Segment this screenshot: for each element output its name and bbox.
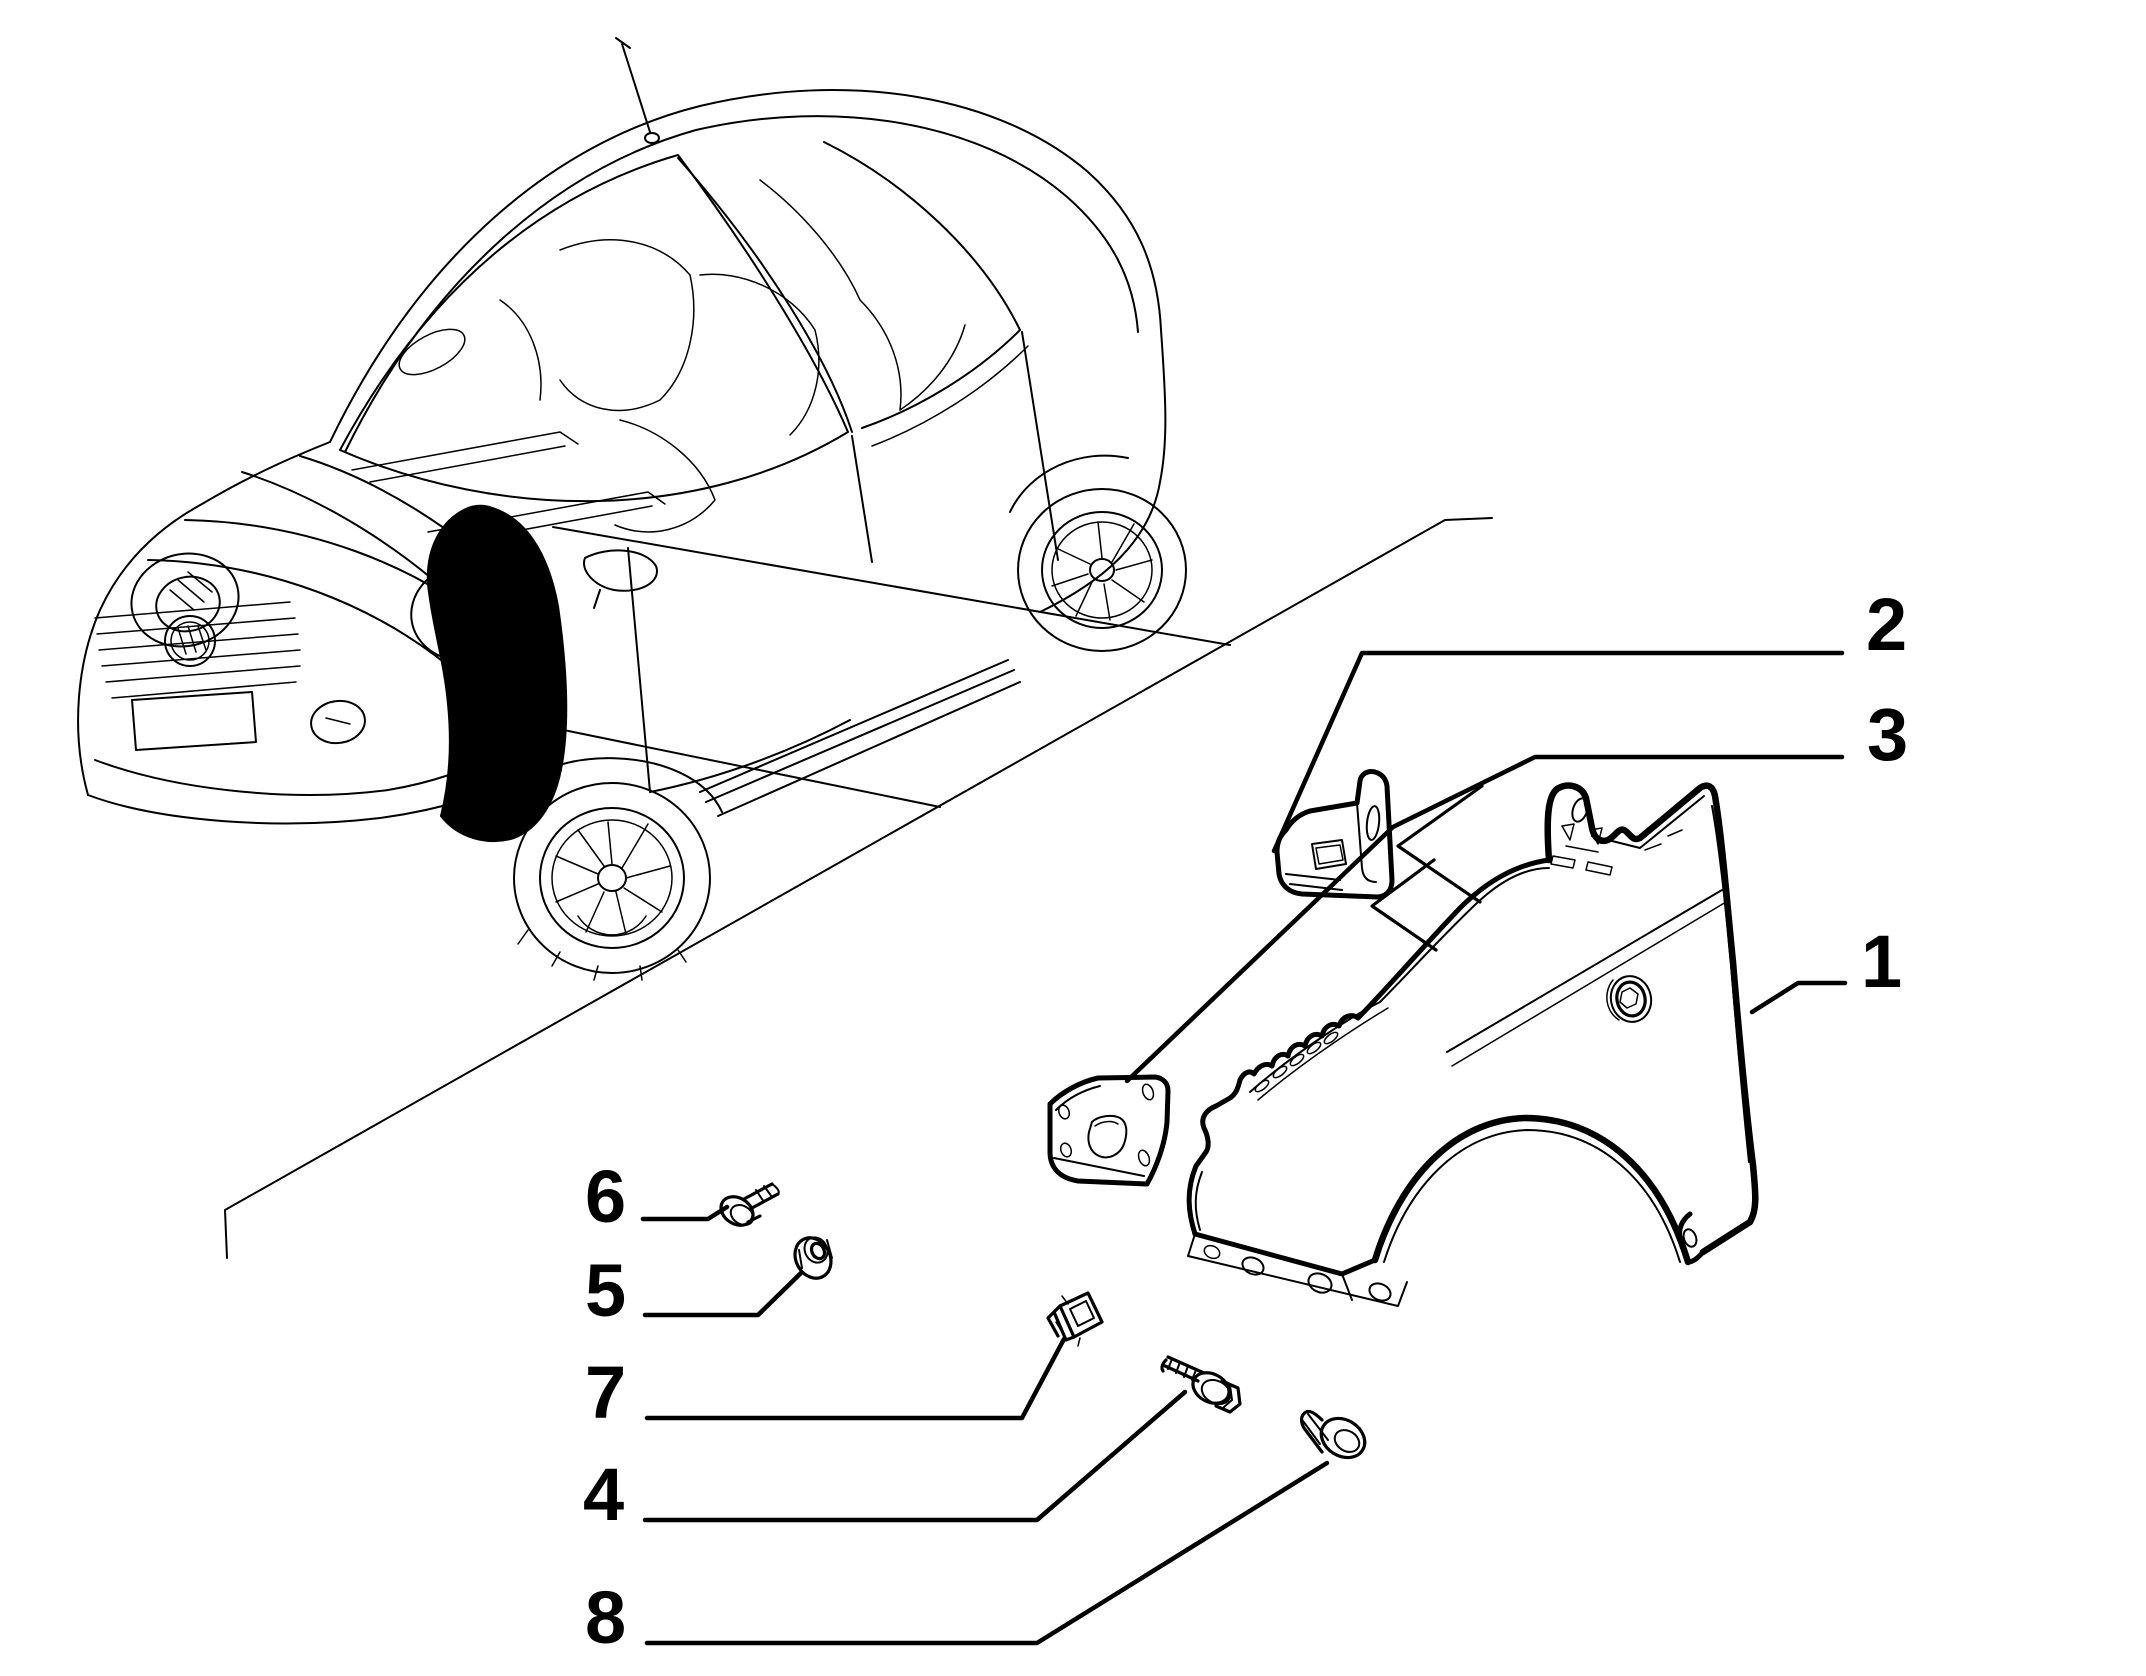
- callout-5[interactable]: 5: [585, 1249, 804, 1332]
- leader-line-front-bracket-plate: [1124, 754, 1845, 1084]
- callout-number-flange-screw[interactable]: 6: [585, 1155, 626, 1238]
- fender-bottom-flange: [1187, 1233, 1408, 1307]
- fender-bonnet-edge: [1237, 857, 1552, 1083]
- blind-rivet[interactable]: [1299, 1409, 1373, 1466]
- cage-nut-clip[interactable]: [1046, 1291, 1104, 1347]
- callout-2[interactable]: 2: [1271, 583, 1907, 854]
- leader-line-blind-rivet: [644, 1460, 1330, 1646]
- front-bracket-plate[interactable]: [1047, 1074, 1171, 1187]
- fender-front-edge: [1186, 1077, 1243, 1237]
- bracket2-slot-hole: [1365, 805, 1381, 841]
- hood-slot-dashes: [1550, 829, 1683, 876]
- leader-line-cage-nut-clip: [644, 1336, 1067, 1421]
- fender-top-inner-line: [1591, 795, 1705, 849]
- rear-wheel: [1009, 454, 1187, 652]
- callout-7[interactable]: 7: [585, 1336, 1067, 1434]
- fender-tab-holes: [1561, 797, 1603, 853]
- bracket3-edge-lines: [1053, 1085, 1145, 1177]
- fiat-badge: [164, 615, 216, 667]
- fog-light: [310, 699, 366, 745]
- callout-6[interactable]: 6: [585, 1155, 730, 1238]
- callout-number-cage-nut-clip[interactable]: 7: [585, 1351, 626, 1434]
- fender-panel[interactable]: [1186, 782, 1759, 1307]
- callout-4[interactable]: 4: [583, 1389, 1188, 1536]
- fender-wheel-arch: [1371, 1114, 1692, 1266]
- leader-line-upper-l-bracket: [1271, 650, 1845, 854]
- interior-hints: [398, 179, 966, 533]
- upper-l-bracket[interactable]: [1274, 769, 1395, 900]
- headlight-left: [130, 552, 240, 648]
- car-front-outline: [77, 441, 331, 796]
- projection-line-upper: [552, 526, 1231, 646]
- wheel-arch-inner-lip: [1383, 1129, 1681, 1263]
- callouts-layer: 1 2 3 4 5 6 7 8: [583, 583, 1908, 1659]
- callout-number-fender-panel[interactable]: 1: [1861, 920, 1902, 1003]
- bracket2-inner-lines: [1285, 802, 1377, 891]
- callout-1[interactable]: 1: [1749, 920, 1902, 1015]
- flange-nut[interactable]: [788, 1231, 838, 1284]
- callout-3[interactable]: 3: [1124, 693, 1908, 1084]
- leader-line-flange-nut: [642, 1270, 804, 1318]
- fender-rear-inner-line: [1711, 805, 1750, 1163]
- leader-line-flange-screw: [640, 1204, 730, 1222]
- antenna: [615, 37, 651, 133]
- highlighted-fender-zone[interactable]: [426, 504, 568, 842]
- side-mirror: [582, 549, 658, 609]
- callout-number-flange-nut[interactable]: 5: [585, 1249, 626, 1332]
- license-plate: [131, 691, 257, 751]
- callout-number-blind-rivet[interactable]: 8: [585, 1576, 626, 1659]
- bracket2-outline: [1274, 769, 1395, 900]
- door-lines: [627, 331, 1059, 793]
- car-silhouette-top: [329, 89, 1167, 613]
- bracket3-outline: [1047, 1074, 1171, 1187]
- windshield: [339, 154, 849, 503]
- flange-screw[interactable]: [716, 1182, 780, 1231]
- hex-flange-bolt[interactable]: [1160, 1355, 1242, 1414]
- grille: [94, 601, 301, 699]
- fender-bottom-edge: [1192, 1231, 1378, 1277]
- wiper-left: [351, 431, 579, 483]
- leader-line-hex-flange-bolt: [642, 1389, 1188, 1523]
- fender-outline: [1544, 782, 1759, 1256]
- callout-number-hex-flange-bolt[interactable]: 4: [583, 1453, 624, 1536]
- fender-edge-inner-line: [1249, 867, 1550, 1093]
- vehicle-line-art: [77, 37, 1187, 981]
- sill-lines: [699, 659, 1021, 817]
- reference-frame: [224, 517, 1493, 1259]
- bracket3-main-hole: [1087, 1114, 1128, 1159]
- bonnet-edge-slots: [1254, 1031, 1339, 1093]
- bracket2-square-hole: [1311, 839, 1347, 870]
- callout-number-front-bracket-plate[interactable]: 3: [1867, 693, 1908, 776]
- projection-line-lower: [504, 717, 941, 808]
- indicator-lamp-hole: [1606, 975, 1653, 1023]
- side-glass: [677, 141, 1021, 433]
- platform-diagonal: [224, 517, 1493, 1259]
- mounting-position-chevrons: [1370, 784, 1484, 952]
- leader-line-fender-panel: [1749, 980, 1848, 1015]
- callout-number-upper-l-bracket[interactable]: 2: [1866, 583, 1907, 666]
- callout-8[interactable]: 8: [585, 1460, 1330, 1659]
- fender-crease: [1446, 889, 1723, 1053]
